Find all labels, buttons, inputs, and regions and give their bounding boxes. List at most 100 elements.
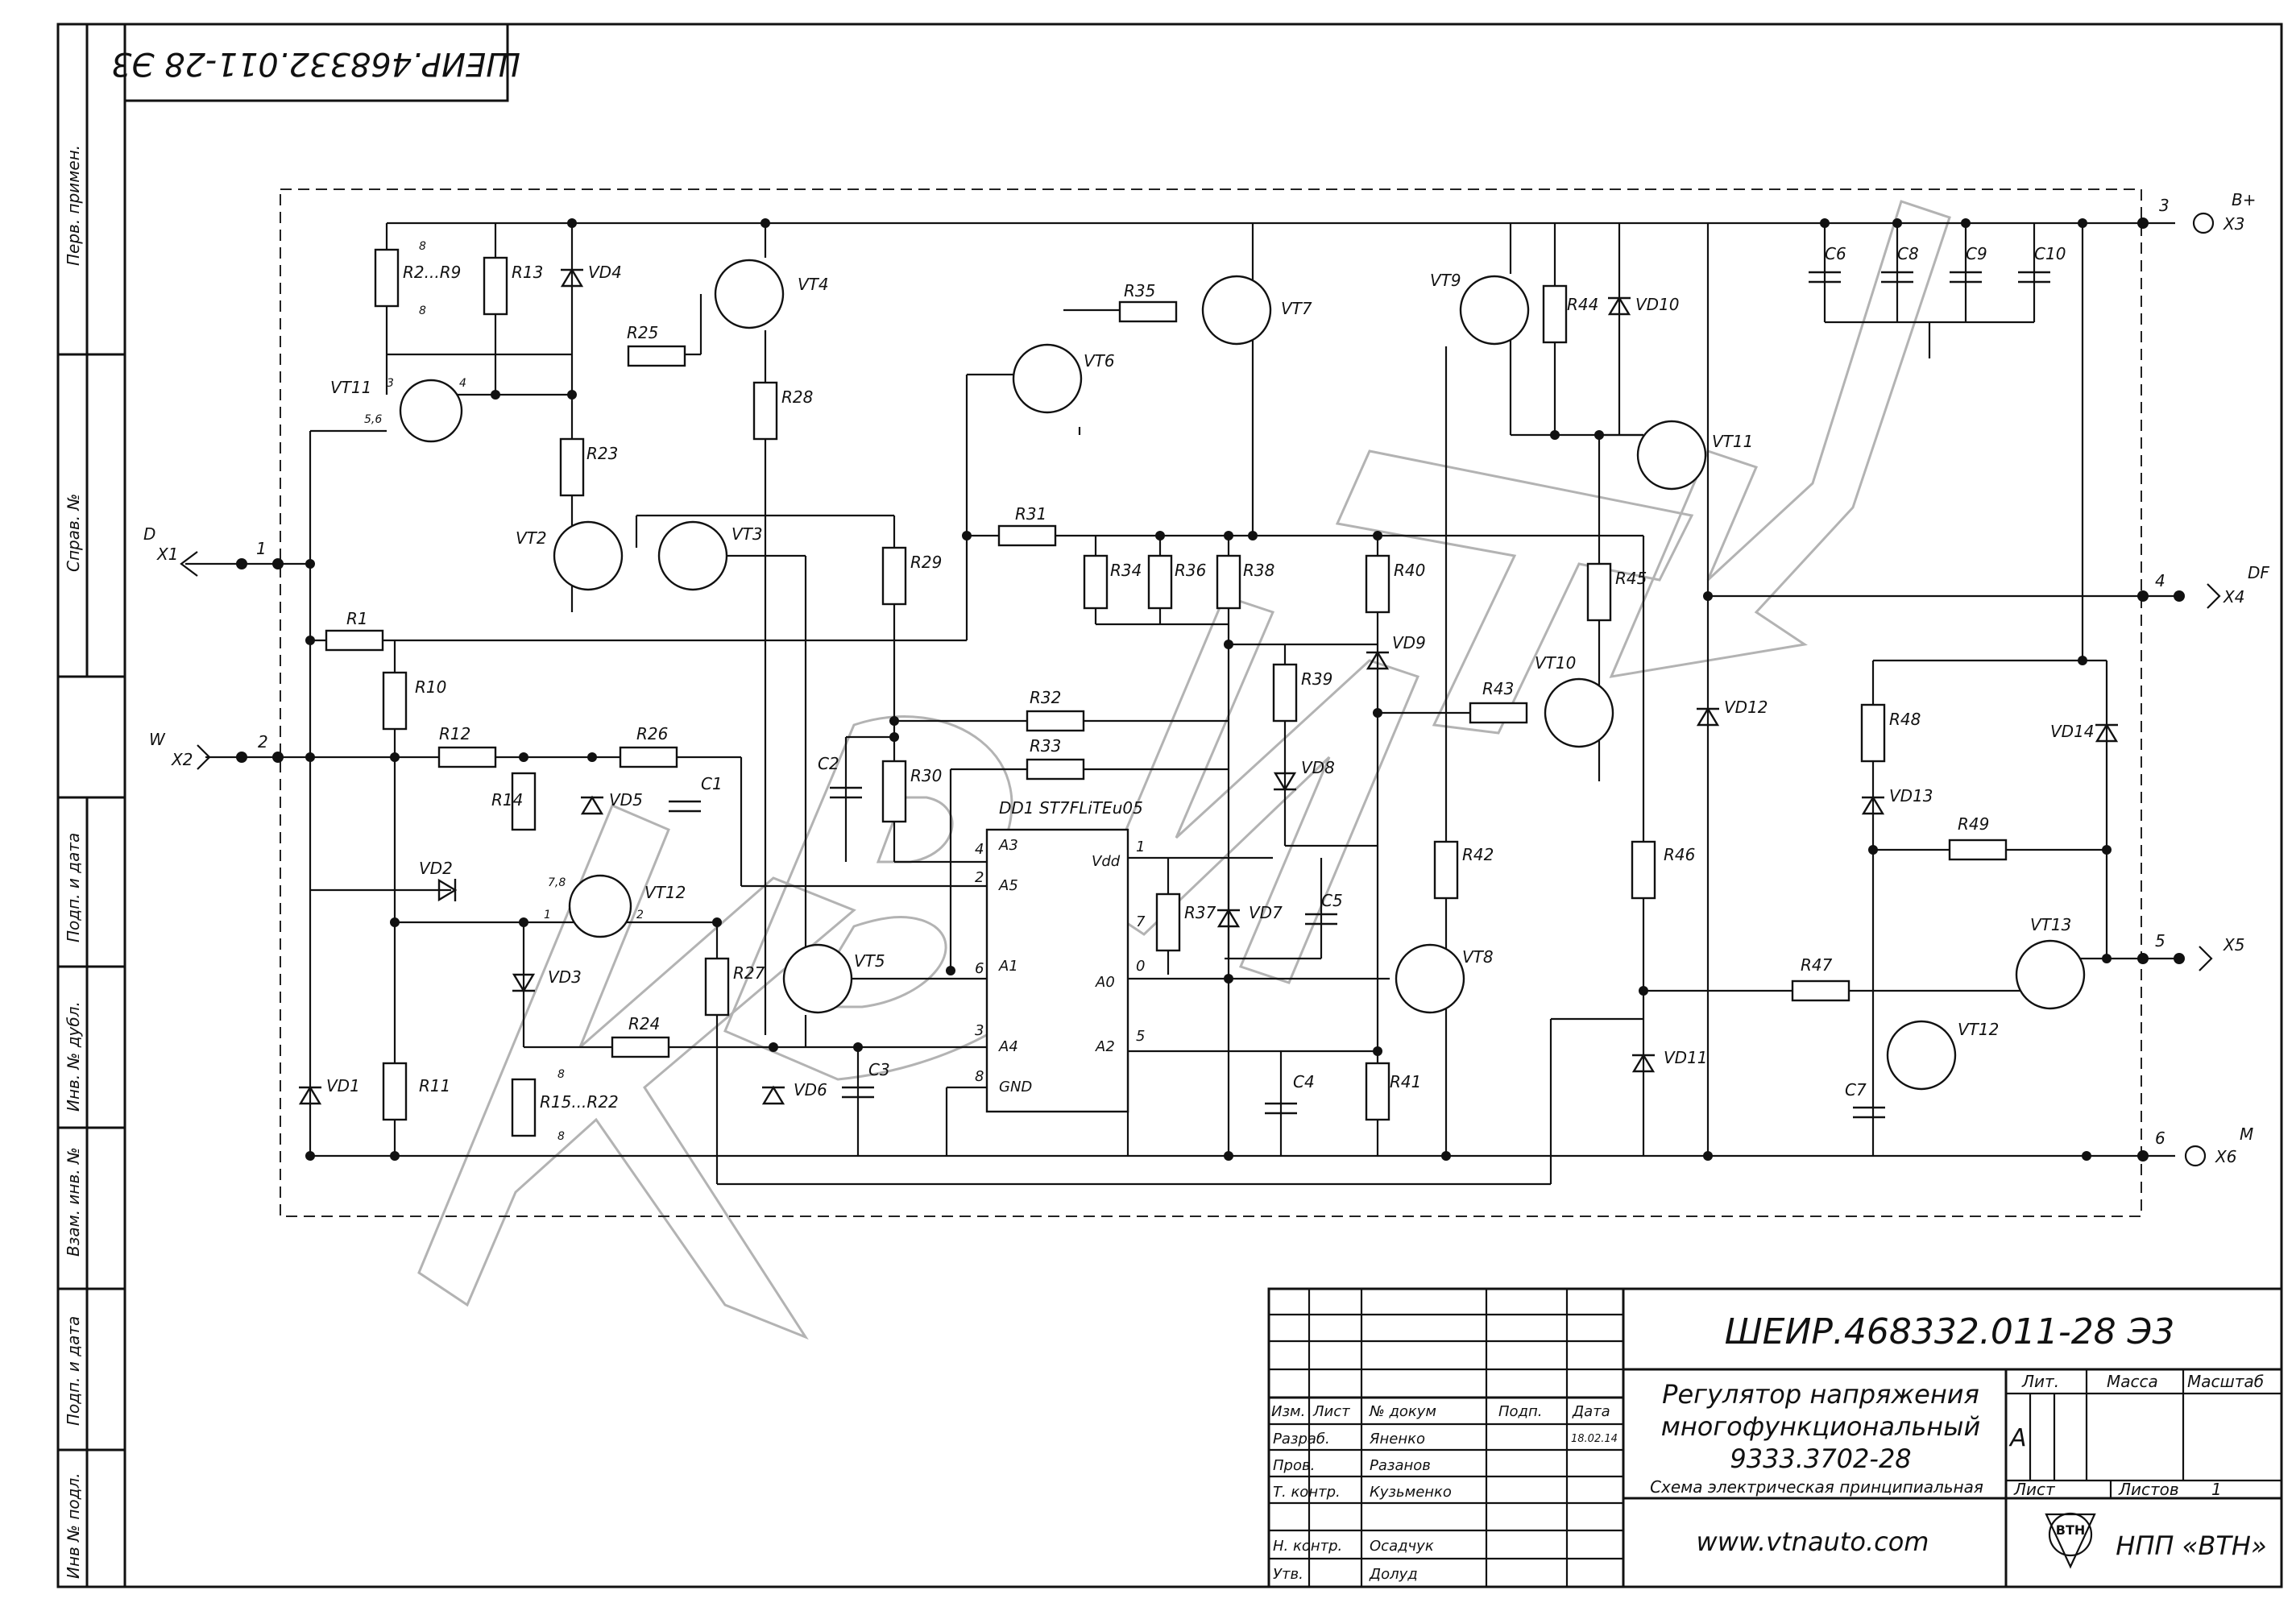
resistor-r30	[881, 760, 907, 823]
svg-text:X4: X4	[2223, 587, 2244, 607]
svg-text:VT9: VT9	[1430, 271, 1461, 290]
capacitor-c4	[1265, 1102, 1297, 1115]
svg-text:R30: R30	[910, 766, 942, 785]
resistor-r39	[1272, 663, 1298, 723]
svg-text:Яненко: Яненко	[1369, 1431, 1425, 1447]
company-logo: ВТН	[2045, 1512, 2096, 1569]
svg-text:многофункциональный: многофункциональный	[1661, 1411, 1981, 1442]
svg-text:R27: R27	[733, 963, 765, 983]
svg-text:1: 1	[256, 539, 267, 558]
capacitor-c8	[1881, 271, 1913, 284]
svg-text:A0: A0	[1095, 974, 1115, 991]
resistor-r29	[881, 546, 907, 606]
diode-vd5	[580, 795, 604, 815]
svg-text:R40: R40	[1394, 561, 1425, 580]
svg-text:VT11: VT11	[1712, 432, 1753, 451]
diode-vd3	[512, 973, 536, 993]
svg-text:R45: R45	[1615, 569, 1647, 588]
svg-text:R25: R25	[627, 323, 658, 342]
svg-text:R31: R31	[1015, 504, 1046, 524]
capacitor-c2	[830, 786, 862, 799]
svg-text:2: 2	[636, 909, 644, 921]
svg-text:VD3: VD3	[548, 967, 582, 987]
pcb-boundary	[280, 188, 2142, 1217]
svg-text:R41: R41	[1390, 1072, 1421, 1091]
svg-text:R35: R35	[1124, 281, 1155, 300]
svg-text:8: 8	[975, 1068, 984, 1085]
svg-text:C2: C2	[818, 754, 839, 773]
svg-text:VD12: VD12	[1724, 698, 1768, 717]
svg-text:X6: X6	[2215, 1147, 2236, 1166]
website: www.vtnauto.com	[1697, 1526, 1929, 1557]
svg-text:8: 8	[557, 1130, 565, 1143]
svg-text:3: 3	[975, 1022, 984, 1039]
svg-text:B+: B+	[2232, 190, 2256, 209]
svg-text:Утв.: Утв.	[1273, 1566, 1303, 1583]
svg-text:VT4: VT4	[798, 275, 829, 294]
drawing-frame	[56, 23, 2283, 1588]
resistor-r34	[1083, 554, 1109, 610]
svg-text:VT5: VT5	[854, 951, 885, 971]
svg-text:VD10: VD10	[1635, 295, 1680, 314]
resistor-r27	[704, 957, 730, 1017]
svg-text:VT2: VT2	[516, 528, 547, 548]
svg-text:Т. контр.: Т. контр.	[1273, 1484, 1341, 1501]
svg-text:Лит.: Лит.	[2021, 1372, 2059, 1391]
svg-text:VD9: VD9	[1392, 633, 1426, 652]
resistor-r31	[997, 524, 1057, 547]
resistor-r32	[1026, 710, 1085, 732]
diode-vd12	[1696, 706, 1720, 727]
svg-text:R47: R47	[1801, 955, 1833, 975]
diode-vd6	[761, 1085, 785, 1105]
capacitor-c5	[1305, 913, 1337, 926]
capacitor-c1	[669, 800, 701, 813]
diode-vd13	[1861, 795, 1885, 815]
svg-text:R32: R32	[1030, 688, 1061, 707]
svg-text:VT12: VT12	[1958, 1020, 1999, 1039]
svg-text:A2: A2	[1095, 1038, 1115, 1055]
svg-text:Масса: Масса	[2107, 1372, 2158, 1391]
resistors	[325, 248, 2008, 1137]
diodes	[298, 267, 2119, 1105]
diode-vd14	[2095, 723, 2119, 743]
capacitor-c9	[1950, 271, 1982, 284]
resistor-r10	[382, 671, 408, 731]
resistor-r37	[1155, 892, 1181, 952]
capacitor-c7	[1853, 1106, 1885, 1119]
resistor-r33	[1026, 758, 1085, 781]
strip-label-sprav: Справ. №	[64, 494, 83, 572]
svg-text:Регулятор напряжения: Регулятор напряжения	[1662, 1379, 1979, 1410]
diode-vd8	[1273, 772, 1297, 792]
title-block: Изм. Лист № докум Подп. Дата Разраб. Яне…	[1267, 1287, 2283, 1588]
svg-text:R46: R46	[1664, 845, 1695, 864]
svg-text:VD2: VD2	[419, 859, 453, 878]
svg-text:R37: R37	[1184, 903, 1216, 922]
resistor-r38	[1216, 554, 1241, 610]
svg-text:ST7FLiTEu05: ST7FLiTEu05	[1039, 798, 1143, 818]
svg-text:3: 3	[387, 377, 394, 390]
transistor-vt8	[1395, 943, 1465, 1014]
svg-text:Изм.: Изм.	[1271, 1403, 1305, 1420]
svg-text:R43: R43	[1482, 679, 1514, 698]
svg-text:Осадчук: Осадчук	[1370, 1538, 1434, 1555]
svg-text:VD5: VD5	[609, 790, 643, 810]
diode-vd10	[1607, 296, 1631, 316]
svg-text:C8: C8	[1897, 244, 1919, 263]
diode-vd4	[560, 267, 584, 288]
svg-text:M: M	[2240, 1124, 2253, 1144]
svg-text:R49: R49	[1958, 814, 1989, 834]
diode-vd11	[1631, 1053, 1656, 1073]
svg-text:1: 1	[544, 909, 551, 921]
transistor-vt2	[553, 520, 624, 591]
svg-text:X2: X2	[171, 750, 193, 769]
resistor-r14	[511, 772, 537, 831]
svg-text:D: D	[143, 524, 155, 544]
transistor-vt10	[1544, 677, 1614, 748]
resistor-r36	[1147, 554, 1173, 610]
resistor-r35	[1118, 300, 1178, 323]
svg-text:6: 6	[975, 960, 984, 977]
svg-text:R34: R34	[1110, 561, 1142, 580]
svg-text:Vdd: Vdd	[1092, 853, 1121, 870]
junction-dots	[305, 218, 2112, 1161]
